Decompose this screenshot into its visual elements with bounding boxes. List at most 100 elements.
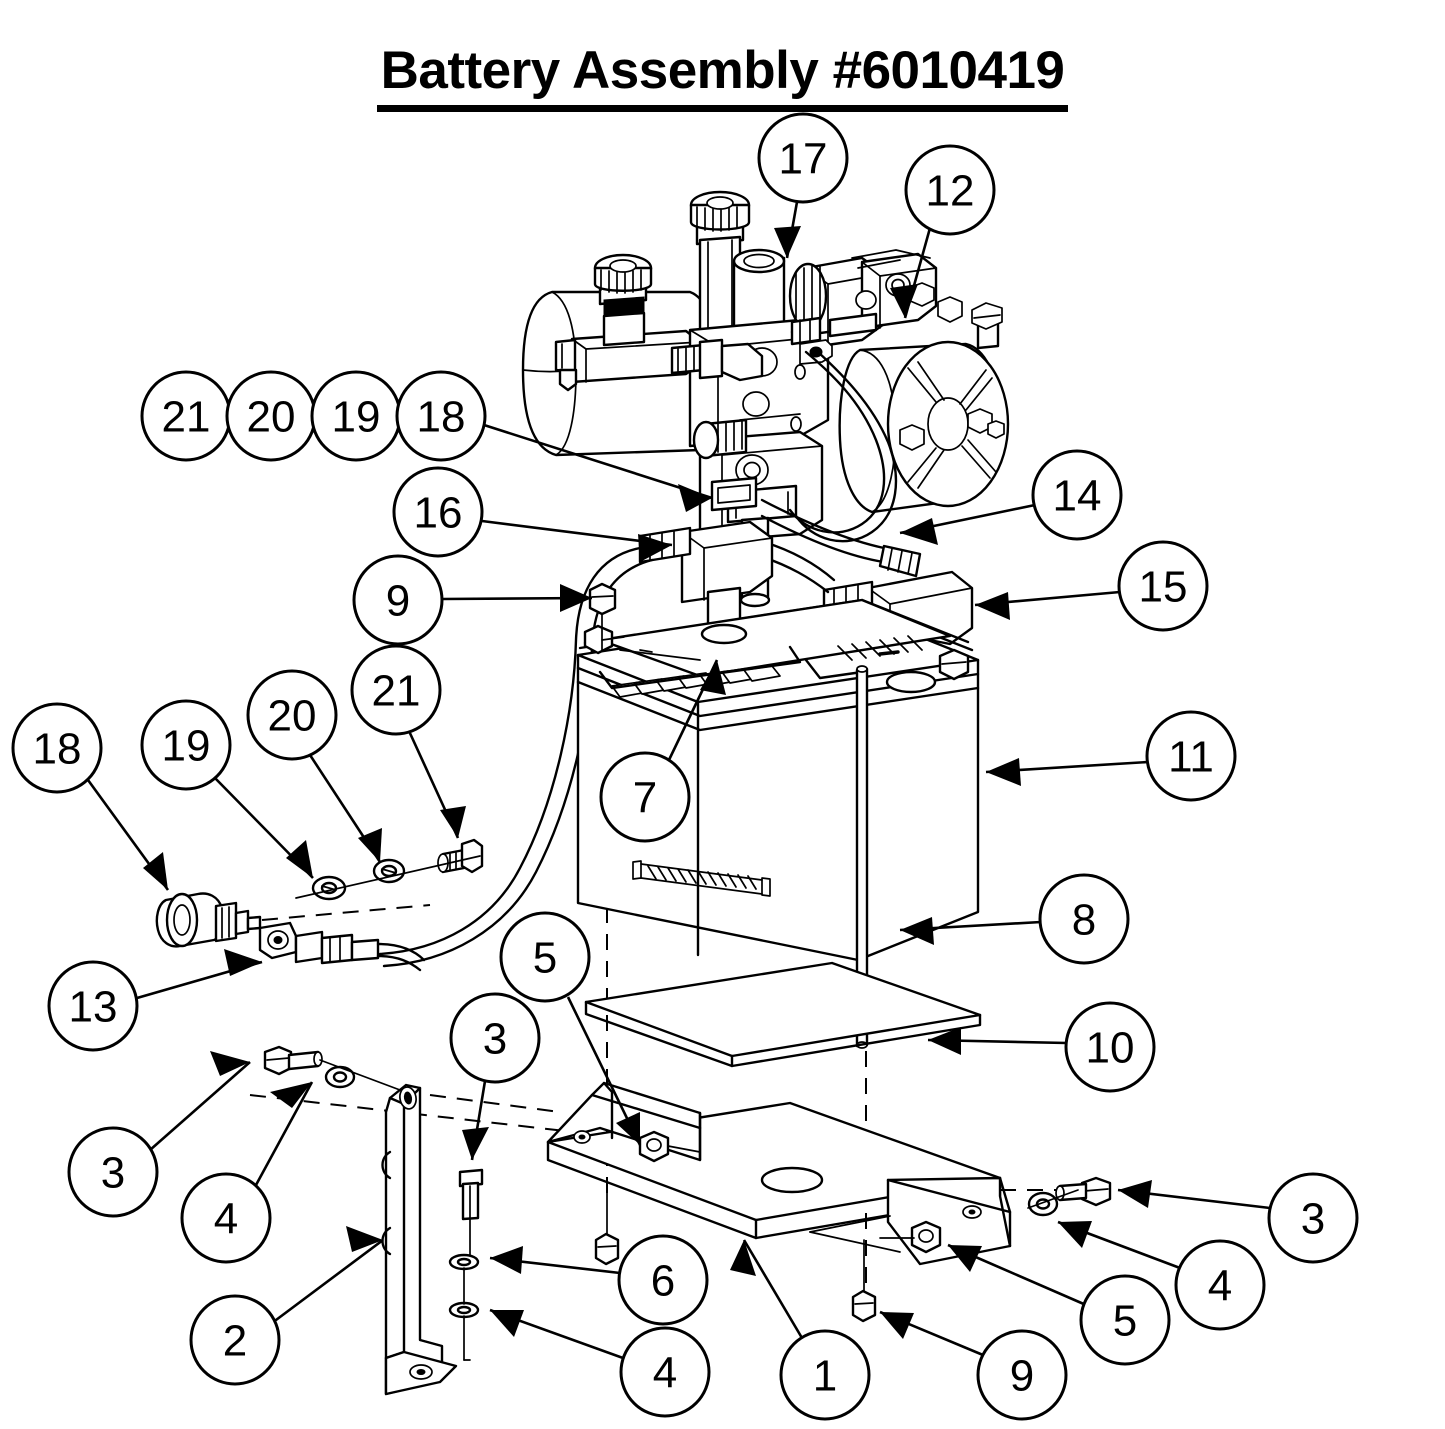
callout-5-left-label: 5 — [533, 934, 557, 983]
callout-9-bottom-label: 9 — [1010, 1352, 1034, 1401]
callout-2-label: 2 — [223, 1317, 247, 1366]
callout-7[interactable]: 7 — [599, 751, 691, 843]
callout-18-left-circle[interactable] — [11, 702, 103, 794]
callout-5-right-label: 5 — [1113, 1297, 1137, 1346]
callout-12[interactable]: 12 — [904, 144, 996, 236]
circuit-breaker — [155, 892, 262, 948]
callout-12-circle[interactable] — [904, 144, 996, 236]
callout-18-top-label: 18 — [417, 393, 466, 442]
callout-14-circle[interactable] — [1031, 449, 1123, 541]
callout-4-right-label: 4 — [1208, 1262, 1232, 1311]
callout-11-label: 11 — [1168, 733, 1214, 782]
callout-9-top-circle[interactable] — [352, 554, 444, 646]
callout-8-circle[interactable] — [1038, 873, 1130, 965]
callout-3-right[interactable]: 3 — [1267, 1172, 1359, 1264]
callout-19-left[interactable]: 19 — [140, 699, 232, 791]
callout-3-center-label: 3 — [483, 1015, 507, 1064]
callout-7-label: 7 — [633, 774, 657, 823]
callout-1-circle[interactable] — [779, 1329, 871, 1421]
callout-10-circle[interactable] — [1064, 1001, 1156, 1093]
callout-16-label: 16 — [414, 489, 463, 538]
callout-2-circle[interactable] — [189, 1294, 281, 1386]
hold-down-rod — [855, 665, 869, 1049]
callout-4-bottom[interactable]: 4 — [619, 1326, 711, 1418]
callout-6-label: 6 — [651, 1257, 675, 1306]
callout-9-top[interactable]: 9 — [352, 554, 444, 646]
callout-20-top[interactable]: 20 — [225, 370, 317, 462]
callout-18-left[interactable]: 18 — [11, 702, 103, 794]
callout-3-left-label: 3 — [101, 1149, 125, 1198]
lock-nuts — [638, 1130, 942, 1254]
callout-4-left[interactable]: 4 — [180, 1172, 272, 1264]
callout-4-left-label: 4 — [214, 1195, 238, 1244]
callout-5-left[interactable]: 5 — [499, 911, 591, 1003]
callout-3-left-circle[interactable] — [67, 1126, 159, 1218]
callout-21-left-label: 21 — [372, 667, 421, 716]
callout-8[interactable]: 8 — [1038, 873, 1130, 965]
callout-15-label: 15 — [1139, 563, 1188, 612]
callout-6[interactable]: 6 — [617, 1234, 709, 1326]
callout-19-left-label: 19 — [162, 722, 211, 771]
callout-18-top-circle[interactable] — [395, 370, 487, 462]
callout-5-right-circle[interactable] — [1079, 1274, 1171, 1366]
callout-20-top-label: 20 — [247, 393, 296, 442]
hardware-row-left — [295, 838, 484, 901]
callout-7-circle[interactable] — [599, 751, 691, 843]
callout-21-left-circle[interactable] — [350, 644, 442, 736]
callout-10-label: 10 — [1086, 1024, 1135, 1073]
callout-17[interactable]: 17 — [757, 112, 849, 204]
callout-21-left[interactable]: 21 — [350, 644, 442, 736]
callout-9-top-label: 9 — [386, 577, 410, 626]
callout-2[interactable]: 2 — [189, 1294, 281, 1386]
callout-21-top-label: 21 — [162, 393, 211, 442]
callout-5-left-circle[interactable] — [499, 911, 591, 1003]
callout-4-left-circle[interactable] — [180, 1172, 272, 1264]
vertical-bracket — [381, 1083, 458, 1396]
callout-15[interactable]: 15 — [1117, 540, 1209, 632]
callout-4-bottom-circle[interactable] — [619, 1326, 711, 1418]
callout-4-right[interactable]: 4 — [1174, 1239, 1266, 1331]
battery-pad — [584, 961, 982, 1068]
callout-3-center-circle[interactable] — [449, 992, 541, 1084]
callout-17-label: 17 — [779, 135, 828, 184]
callout-20-left-label: 20 — [268, 692, 317, 741]
callout-12-label: 12 — [926, 167, 975, 216]
callout-20-left[interactable]: 20 — [246, 669, 338, 761]
callout-15-circle[interactable] — [1117, 540, 1209, 632]
callout-11-circle[interactable] — [1145, 710, 1237, 802]
callout-10[interactable]: 10 — [1064, 1001, 1156, 1093]
leader-lines — [86, 201, 1271, 1360]
hardware-stack-center — [448, 1168, 484, 1361]
callout-17-circle[interactable] — [757, 112, 849, 204]
callout-19-top[interactable]: 19 — [310, 370, 402, 462]
callout-14[interactable]: 14 — [1031, 449, 1123, 541]
callout-9-bottom-circle[interactable] — [976, 1329, 1068, 1421]
callout-16-circle[interactable] — [392, 466, 484, 558]
hex-nuts — [588, 582, 877, 1323]
callout-9-bottom[interactable]: 9 — [976, 1329, 1068, 1421]
motor-solenoid-assembly — [788, 249, 1010, 514]
callout-1[interactable]: 1 — [779, 1329, 871, 1421]
callout-3-right-circle[interactable] — [1267, 1172, 1359, 1264]
callout-18-top[interactable]: 18 — [395, 370, 487, 462]
callout-1-label: 1 — [813, 1352, 837, 1401]
callout-19-left-circle[interactable] — [140, 699, 232, 791]
hardware-bolt-right — [1027, 1176, 1112, 1217]
callout-3-center[interactable]: 3 — [449, 992, 541, 1084]
callout-20-left-circle[interactable] — [246, 669, 338, 761]
callout-3-left[interactable]: 3 — [67, 1126, 159, 1218]
callout-4-right-circle[interactable] — [1174, 1239, 1266, 1331]
callout-11[interactable]: 11 — [1145, 710, 1237, 802]
callout-5-right[interactable]: 5 — [1079, 1274, 1171, 1366]
callout-21-top[interactable]: 21 — [140, 370, 232, 462]
battery — [576, 598, 980, 962]
page-title: Battery Assembly #6010419 — [0, 40, 1445, 112]
callout-13-label: 13 — [69, 983, 118, 1032]
callout-6-circle[interactable] — [617, 1234, 709, 1326]
callout-3-right-label: 3 — [1301, 1195, 1325, 1244]
callout-16[interactable]: 16 — [392, 466, 484, 558]
callout-13[interactable]: 13 — [47, 960, 139, 1052]
callout-13-circle[interactable] — [47, 960, 139, 1052]
